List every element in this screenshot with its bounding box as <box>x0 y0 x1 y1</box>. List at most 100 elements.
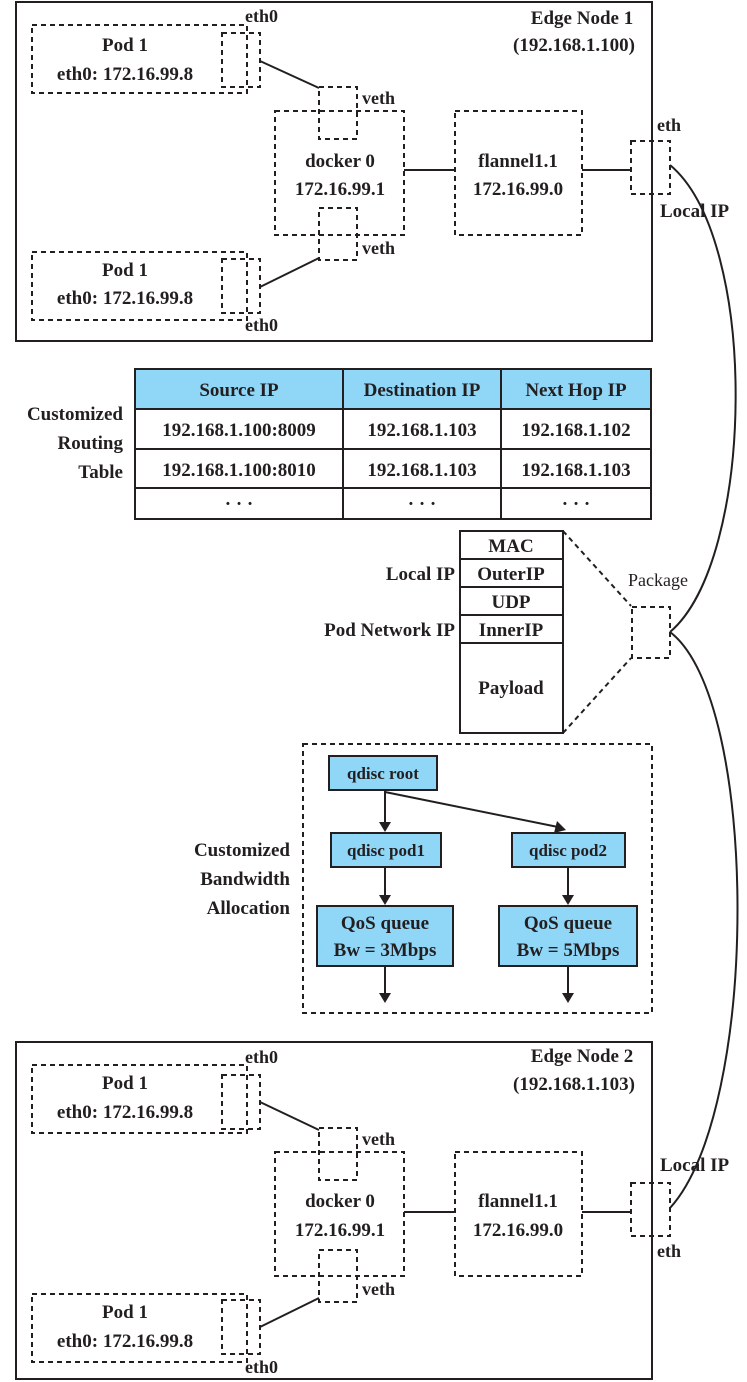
pod-eth-ip: eth0: 172.16.99.8 <box>57 288 193 309</box>
edge-node-2-title: Edge Node 2 <box>531 1046 633 1067</box>
routing-cell: · · · <box>408 494 437 515</box>
packet-layer-payload: Payload <box>478 678 544 699</box>
docker0-name: docker 0 <box>305 151 375 172</box>
eth0-label: eth0 <box>245 1047 278 1067</box>
veth-label-top: veth <box>362 88 395 108</box>
flannel-ip: 172.16.99.0 <box>473 1220 563 1241</box>
pod-eth-ip: eth0: 172.16.99.8 <box>57 1102 193 1123</box>
veth-link <box>259 1101 320 1131</box>
pod-box <box>31 1293 248 1363</box>
routing-header-destination: Destination IP <box>364 380 481 401</box>
routing-table-frame <box>134 368 652 520</box>
routing-side-label-line3: Table <box>78 462 123 483</box>
qos-queue-2-box <box>498 905 638 967</box>
edge-node-1-ip: (192.168.1.100) <box>513 35 635 56</box>
routing-table: Customized Routing Table Source IP Desti… <box>27 368 652 520</box>
packet-frame <box>459 530 564 734</box>
edge-node-2-frame <box>15 1041 653 1380</box>
host-eth-port <box>630 1182 671 1237</box>
veth-link <box>259 60 320 89</box>
qdisc-pod2-label: qdisc pod2 <box>529 841 607 860</box>
packet-layer-mac: MAC <box>488 536 533 557</box>
edge-node-2-ip: (192.168.1.103) <box>513 1074 635 1095</box>
zoom-line <box>562 530 632 607</box>
docker0-ip: 172.16.99.1 <box>295 179 385 200</box>
flannel-name: flannel1.1 <box>478 151 558 172</box>
veth-port-bottom <box>318 207 358 261</box>
pod-eth0-port <box>221 1074 261 1130</box>
zoom-line <box>562 657 632 734</box>
pod-box <box>31 1064 248 1134</box>
pod-eth-ip: eth0: 172.16.99.8 <box>57 1331 193 1352</box>
routing-cell: 192.168.1.103 <box>367 460 476 481</box>
bandwidth-allocation: Customized Bandwidth Allocation qdisc ro… <box>194 743 653 1014</box>
veth-link <box>259 1297 320 1328</box>
pod-name: Pod 1 <box>102 1073 148 1094</box>
routing-cell: 192.168.1.100:8009 <box>162 420 316 441</box>
packet-layer-udp: UDP <box>491 592 530 613</box>
host-eth-label: eth <box>657 1241 681 1261</box>
routing-cell: 192.168.1.102 <box>521 420 630 441</box>
qos-queue-2-bandwidth: Bw = 5Mbps <box>517 940 620 961</box>
qos-side-label-line2: Bandwidth <box>200 869 290 890</box>
tunnel-link-upper <box>669 164 737 633</box>
qos-arrows <box>379 790 574 1003</box>
routing-cell: 192.168.1.103 <box>367 420 476 441</box>
local-ip-label: Local IP <box>660 1155 730 1176</box>
pod-eth0-port <box>221 258 261 314</box>
qos-side-label-line3: Allocation <box>207 898 291 919</box>
docker0-bridge-box <box>274 110 405 236</box>
flannel-ip: 172.16.99.0 <box>473 179 563 200</box>
tunnel-link-lower <box>669 631 739 1209</box>
routing-cell: · · · <box>225 494 254 515</box>
package-label: Package <box>628 570 688 590</box>
packet-structure: MAC OuterIP UDP InnerIP Payload Local IP… <box>324 530 688 734</box>
veth-port-top <box>318 1127 358 1181</box>
veth-port-bottom <box>318 1249 358 1303</box>
host-eth-port <box>630 140 671 195</box>
edge-node-1: Edge Node 1 (192.168.1.100) Pod 1 eth0: … <box>15 1 730 342</box>
veth-label-bottom: veth <box>362 238 395 258</box>
flannel-box <box>454 110 583 236</box>
routing-header-source: Source IP <box>199 380 279 401</box>
routing-side-label-line2: Routing <box>58 433 124 454</box>
flannel-name: flannel1.1 <box>478 1191 558 1212</box>
local-ip-label: Local IP <box>660 201 730 222</box>
packet-layer-outer-ip: OuterIP <box>477 564 545 585</box>
routing-header-background <box>135 369 651 409</box>
eth0-label: eth0 <box>245 6 278 26</box>
pod-name: Pod 1 <box>102 1302 148 1323</box>
routing-side-label-line1: Customized <box>27 404 123 425</box>
pod-name: Pod 1 <box>102 35 148 56</box>
host-eth-label: eth <box>657 115 681 135</box>
qos-queue-1-title: QoS queue <box>341 913 429 934</box>
edge-node-2: Edge Node 2 (192.168.1.103) Pod 1 eth0: … <box>15 1041 730 1380</box>
routing-cell: · · · <box>562 494 591 515</box>
packet-layer-inner-ip: InnerIP <box>479 620 544 641</box>
pod-eth0-port <box>221 1299 261 1355</box>
eth0-label: eth0 <box>245 1357 278 1377</box>
veth-link <box>259 257 320 288</box>
docker0-name: docker 0 <box>305 1191 375 1212</box>
routing-header-next-hop: Next Hop IP <box>525 380 627 401</box>
qdisc-pod2-box <box>511 832 626 868</box>
eth0-label: eth0 <box>245 315 278 335</box>
qos-frame <box>302 743 653 1014</box>
qos-queue-1-bandwidth: Bw = 3Mbps <box>334 940 437 961</box>
veth-label-top: veth <box>362 1129 395 1149</box>
qdisc-root-box <box>328 755 438 791</box>
qdisc-pod1-label: qdisc pod1 <box>347 841 425 860</box>
veth-label-bottom: veth <box>362 1279 395 1299</box>
flannel-box <box>454 1151 583 1277</box>
veth-port-top <box>318 86 358 140</box>
qos-queue-2-title: QoS queue <box>524 913 612 934</box>
edge-node-1-title: Edge Node 1 <box>531 8 633 29</box>
docker0-ip: 172.16.99.1 <box>295 1220 385 1241</box>
packet-pod-network-ip-label: Pod Network IP <box>324 620 455 641</box>
pod-box <box>31 24 248 94</box>
qos-side-label-line1: Customized <box>194 840 290 861</box>
packet-local-ip-label: Local IP <box>386 564 456 585</box>
edge-node-1-frame <box>15 1 653 342</box>
pod-name: Pod 1 <box>102 260 148 281</box>
